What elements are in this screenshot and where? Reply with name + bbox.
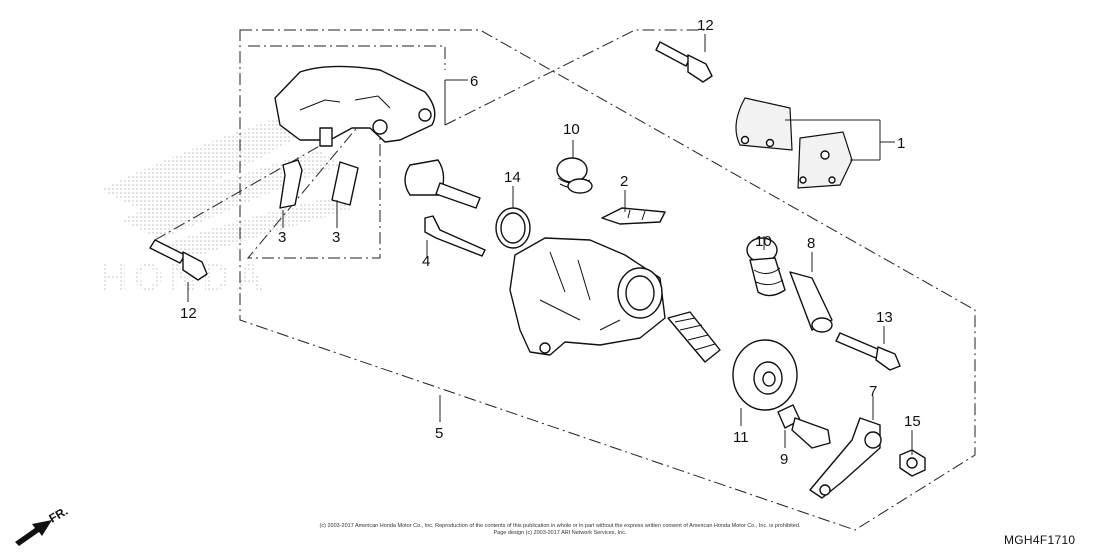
pad-spring-right — [331, 161, 359, 206]
watermark-text: HONDA — [100, 257, 269, 299]
callout-3-right: 3 — [332, 229, 340, 246]
lock-nut — [899, 449, 926, 477]
caliper-body — [509, 237, 666, 356]
callout-11: 11 — [733, 429, 749, 446]
copyright-notice: (c) 2003-2017 American Honda Motor Co., … — [300, 523, 820, 537]
pin-bolt — [835, 332, 901, 371]
pad-retainer — [601, 207, 666, 225]
sleeve — [789, 271, 833, 333]
bracket-bolt-bottom — [149, 239, 208, 281]
bracket-bolt-top — [655, 41, 713, 83]
parking-lever — [809, 417, 882, 499]
callout-6: 6 — [470, 73, 478, 90]
callout-15: 15 — [904, 413, 921, 430]
callout-3-left: 3 — [278, 229, 286, 246]
brake-pad-front — [797, 131, 853, 189]
bracket-pivot-bolt — [777, 404, 831, 449]
bracket-group-boundary — [246, 45, 446, 259]
callout-2: 2 — [620, 173, 628, 190]
callout-13: 13 — [876, 309, 893, 326]
callout-5: 5 — [435, 425, 443, 442]
piston-seal — [495, 207, 531, 249]
leader-lines — [187, 34, 913, 455]
diagram-code: MGH4F1710 — [1004, 533, 1076, 547]
copyright-line-2: Page design (c) 2003-2017 ARI Network Se… — [493, 530, 627, 536]
brake-pad-rear — [735, 97, 793, 151]
piston-boot — [667, 311, 721, 363]
pin-boot-upper — [556, 157, 593, 194]
slide-pin-upper — [404, 159, 481, 209]
callout-4: 4 — [422, 253, 430, 270]
callout-12-bottom: 12 — [180, 305, 197, 322]
callout-14: 14 — [504, 169, 521, 186]
bracket-link-line — [154, 29, 705, 241]
callout-7: 7 — [869, 383, 877, 400]
piston — [732, 339, 798, 411]
callout-10-upper: 10 — [563, 121, 580, 138]
honda-watermark: HONDA — [100, 110, 350, 299]
callout-10-lower: 10 — [755, 233, 772, 250]
pin-boot-lower — [746, 237, 786, 297]
callouts: 1 2 3 3 4 5 6 7 8 9 10 10 11 12 12 13 14… — [180, 17, 921, 468]
callout-9: 9 — [780, 451, 788, 468]
caliper-assembly-boundary — [239, 29, 976, 531]
slide-pin — [424, 215, 486, 257]
pad-spring-left — [279, 159, 303, 209]
caliper-bracket — [274, 65, 436, 147]
callout-1: 1 — [897, 135, 905, 152]
front-direction-arrow: FR. — [15, 504, 70, 546]
callout-12-top: 12 — [697, 17, 714, 34]
callout-8: 8 — [807, 235, 815, 252]
copyright-line-1: (c) 2003-2017 American Honda Motor Co., … — [319, 523, 801, 529]
